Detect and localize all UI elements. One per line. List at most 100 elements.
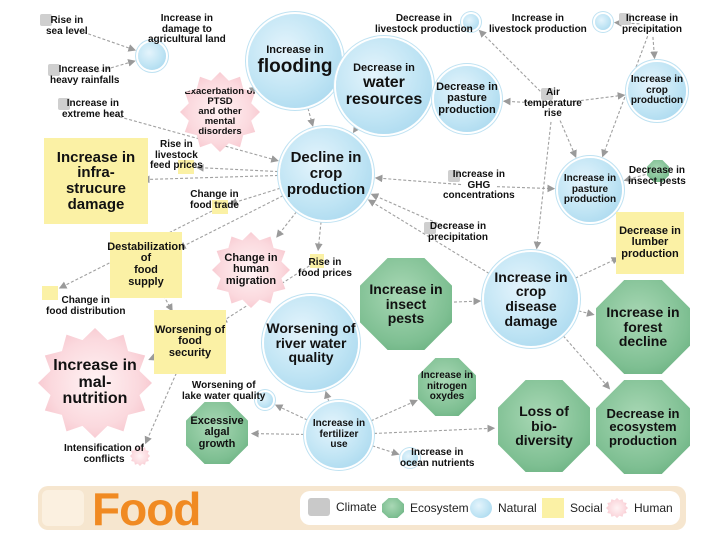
node-crop_inc: Increase in crop production: [628, 62, 686, 120]
edge-air_temp-to-pasture_inc: [559, 120, 577, 158]
node-crop_disease: Increase in crop disease damage: [484, 252, 578, 346]
edge-fertilizer-to-lake_water: [274, 404, 308, 421]
label-migration: Change in human migration: [224, 251, 278, 287]
edge-air_temp-to-crop_disease: [533, 121, 552, 250]
label-infrastructure: Increase in infra- strucure damage: [56, 148, 136, 213]
label-feed_prices: Rise in livestock feed prices: [150, 139, 203, 171]
label-ocean_nutrients: Increase in ocean nutrients: [400, 447, 475, 469]
node-pasture_inc: Increase in pasture production: [558, 158, 622, 222]
legend-natural-swatch: [470, 498, 492, 518]
legend-social-label: Social: [570, 501, 603, 515]
node-crop_dec: Decline in crop production: [280, 128, 372, 220]
node-livestock_inc: [595, 14, 611, 30]
edge-crop_dec-to-feed_prices: [195, 164, 279, 173]
legend-item-social: Social: [542, 498, 603, 518]
edge-fertilizer-to-river_water: [324, 390, 332, 402]
label-ag_land: Increase in damage to agricultural land: [148, 13, 226, 45]
node-heavy_rain: Increase in heavy rainfalls: [50, 64, 120, 86]
legend-natural-label: Natural: [498, 501, 537, 515]
node-lumber: Decrease in lumber production: [616, 212, 684, 274]
edge-air_temp-to-livestock_dec: [478, 29, 541, 92]
legend-swatch-left: [42, 490, 84, 526]
legend-ecosystem-swatch: [382, 498, 404, 518]
label-ptsd: Exacerbation of PTSD and other mental di…: [184, 86, 256, 137]
legend-item-ecosystem: Ecosystem: [382, 498, 469, 518]
node-ocean_nutrients: [402, 450, 418, 466]
edge-crop_disease-to-ecosystem_prod: [562, 335, 611, 390]
edge-fertilizer-to-biodiversity: [373, 424, 496, 435]
edge-crop_dec-to-food_trade: [229, 187, 281, 206]
node-food_security: Worsening of food security: [154, 310, 226, 374]
node-food_dist: [42, 286, 58, 300]
edge-inc_precip-to-pasture_inc: [601, 36, 649, 158]
edge-food_security-to-conflicts: [144, 372, 177, 445]
label-pasture_dec: Decrease in pasture production: [436, 80, 498, 116]
node-ghg: Increase in GHG concentrations: [443, 169, 515, 201]
label-malnutrition: Increase in mal- nutrition: [53, 356, 137, 408]
label-prefix: Increase in: [266, 44, 324, 57]
node-air_temp: Air temperature rise: [524, 87, 582, 119]
edge-water_res-to-crop_dec: [352, 124, 361, 134]
node-algal: Excessive algal growth: [186, 402, 248, 464]
label-livestock_dec: Decrease in livestock production: [375, 13, 473, 35]
legend-ecosystem-label: Ecosystem: [410, 501, 469, 515]
label-conflicts: Intensification of conflicts: [64, 443, 144, 465]
legend-item-human: Human: [606, 498, 673, 518]
label-forest_decline: Increase in forest decline: [606, 303, 680, 350]
edge-fertilizer-to-algal: [250, 429, 305, 438]
label-food_supply: Destabilization of food supply: [107, 240, 185, 288]
node-food_prices: [310, 254, 324, 268]
label-ecosystem_prod: Decrease in ecosystem production: [606, 405, 680, 448]
edge-heavy_rain-to-ag_land: [96, 59, 136, 73]
node-insect_pests_dec: [647, 160, 669, 182]
node-fertilizer: Increase in fertilizer use: [306, 402, 372, 468]
edge-crop_dec-to-food_prices: [314, 221, 323, 252]
label-food_prices: Rise in food prices: [298, 257, 352, 279]
label-main: water resources: [345, 73, 423, 108]
legend-human-swatch: [606, 498, 628, 518]
label-river_water: Worsening of river water quality: [266, 319, 356, 366]
node-food_trade: [212, 200, 228, 214]
node-feed_prices: [178, 160, 194, 174]
node-lake_water: [257, 392, 273, 408]
label-prefix: Decrease in: [353, 62, 415, 75]
node-forest_decline: Increase in forest decline: [596, 280, 690, 374]
legend-climate-label: Climate: [336, 500, 377, 514]
label-lumber: Decrease in lumber production: [619, 224, 681, 260]
node-extreme_heat: Increase in extreme heat: [62, 98, 124, 120]
node-pasture_dec: Decrease in pasture production: [434, 66, 500, 132]
edge-crop_dec-to-infrastructure: [141, 174, 279, 184]
label-insect_pests_dec: Decrease in insect pests: [628, 165, 686, 187]
edge-air_temp-to-pasture_dec: [502, 97, 536, 106]
edge-crop_dec-to-food_supply: [178, 195, 284, 249]
edge-fertilizer-to-nitrogen: [370, 399, 418, 422]
legend-social-swatch: [542, 498, 564, 518]
node-nitrogen: Increase in nitrogen oxydes: [418, 358, 476, 416]
edge-insect_pests_dec-to-pasture_inc: [623, 173, 646, 183]
label-livestock_inc: Increase in livestock production: [489, 13, 587, 35]
edge-crop_disease-to-crop_dec: [367, 199, 490, 274]
node-sea_level: Rise in sea level: [46, 15, 88, 37]
label-food_trade: Change in food trade: [190, 189, 239, 211]
node-river_water: Worsening of river water quality: [264, 296, 358, 390]
label-crop_dec: Decline in crop production: [286, 149, 366, 198]
label-nitrogen: Increase in nitrogen oxydes: [420, 370, 474, 403]
legend-human-label: Human: [634, 501, 673, 515]
node-ecosystem_prod: Decrease in ecosystem production: [596, 380, 690, 474]
edge-dec_precip-to-crop_dec: [370, 193, 447, 228]
node-dec_precip: Decrease in precipitation: [428, 221, 489, 243]
label-crop_disease: Increase in crop disease damage: [494, 268, 568, 329]
label-insect_pests_inc: Increase in insect pests: [369, 280, 443, 327]
edge-crop_dec-to-migration: [276, 211, 297, 238]
node-conflicts: [130, 446, 150, 466]
legend-climate-swatch: [308, 498, 330, 516]
node-biodiversity: Loss of bio- diversity: [498, 380, 590, 472]
label-pasture_inc: Increase in pasture production: [563, 173, 617, 206]
node-insect_pests_inc: Increase in insect pests: [360, 258, 452, 350]
legend-item-climate: Climate: [308, 498, 377, 516]
label-algal: Excessive algal growth: [190, 414, 244, 450]
